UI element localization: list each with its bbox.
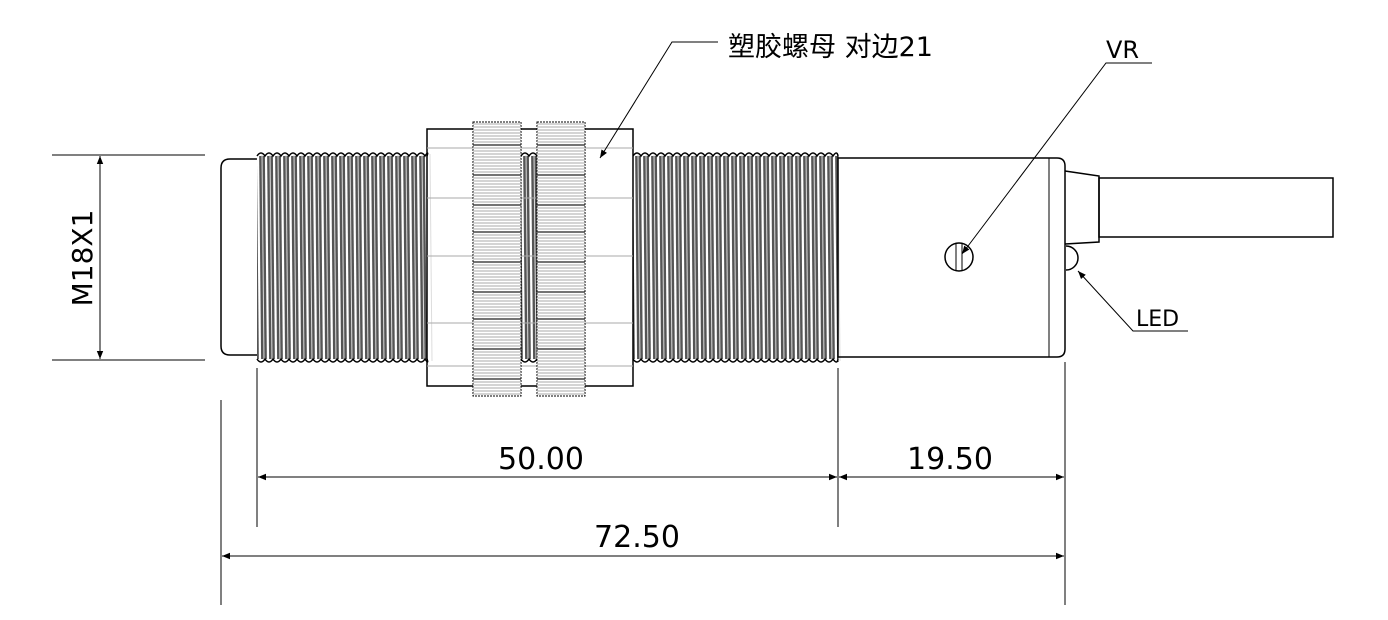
- thread-spec-label: M18X1: [66, 210, 99, 307]
- thread-length-value: 50.00: [498, 442, 584, 477]
- knurled-rings: [472, 121, 586, 397]
- rear-length-value: 19.50: [907, 442, 993, 477]
- led-label: LED: [1136, 307, 1179, 332]
- led-indicator: [1065, 245, 1079, 271]
- rear-body: [837, 157, 1066, 358]
- nut-note: 塑胶螺母 对边21: [728, 32, 933, 63]
- led-leader: [1077, 270, 1188, 332]
- cable: [1098, 177, 1334, 238]
- total-length-value: 72.50: [594, 520, 680, 555]
- thread-section: [256, 152, 841, 363]
- vr-potentiometer: [944, 242, 974, 272]
- front-cap: [220, 158, 257, 356]
- plastic-nut: [426, 128, 634, 387]
- cable-gland: [1064, 170, 1100, 245]
- nut-facets: [427, 147, 633, 367]
- vr-leader: [961, 62, 1152, 255]
- nut-leader: [599, 41, 718, 159]
- vr-label: VR: [1106, 36, 1139, 64]
